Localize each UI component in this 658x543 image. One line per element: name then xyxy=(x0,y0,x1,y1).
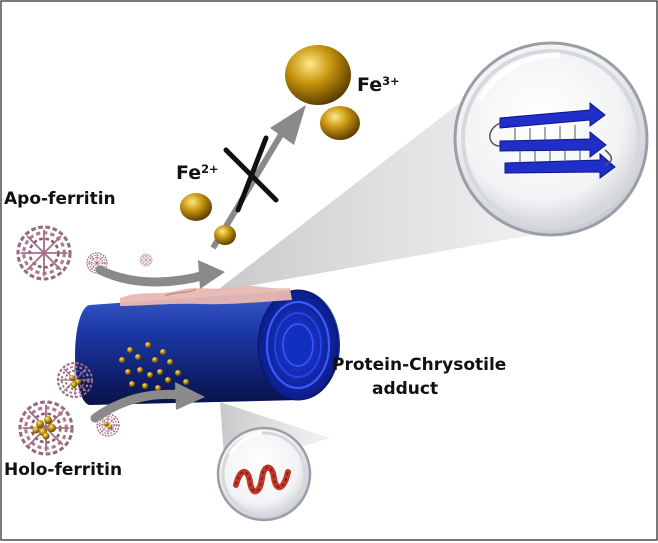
apo-binding-arrow xyxy=(95,265,210,287)
fe2-label: Fe2+ xyxy=(176,161,219,184)
fe2-charge: 2+ xyxy=(201,161,219,176)
beta-sheet-icon xyxy=(489,101,616,179)
adduct-label-line1: Protein-Chrysotile xyxy=(332,355,507,375)
alpha-helix-magnifier xyxy=(216,426,312,522)
alpha-helix-icon xyxy=(233,464,291,495)
holo-binding-arrow xyxy=(90,389,185,423)
fe3-label: Fe3+ xyxy=(357,73,400,96)
holo-binding-arrow-head xyxy=(175,382,205,410)
beta-sheet-magnifier xyxy=(453,41,649,237)
fe3-symbol: Fe xyxy=(357,74,383,96)
fe2-symbol: Fe xyxy=(176,162,202,184)
adduct-label-line2: adduct xyxy=(372,379,439,399)
fe3-charge: 3+ xyxy=(382,73,400,88)
apo-ferritin-label: Apo-ferritin xyxy=(4,189,116,209)
holo-ferritin-label: Holo-ferritin xyxy=(4,460,123,480)
chrysotile-fiber xyxy=(75,285,340,405)
holo-iron-core xyxy=(32,375,113,440)
blocked-cross-icon xyxy=(223,135,279,213)
iron-sphere-icon xyxy=(180,45,360,245)
oxidation-arrow-head xyxy=(270,105,306,145)
apo-binding-arrow-head xyxy=(198,260,225,289)
bound-iron-particles xyxy=(119,342,189,395)
